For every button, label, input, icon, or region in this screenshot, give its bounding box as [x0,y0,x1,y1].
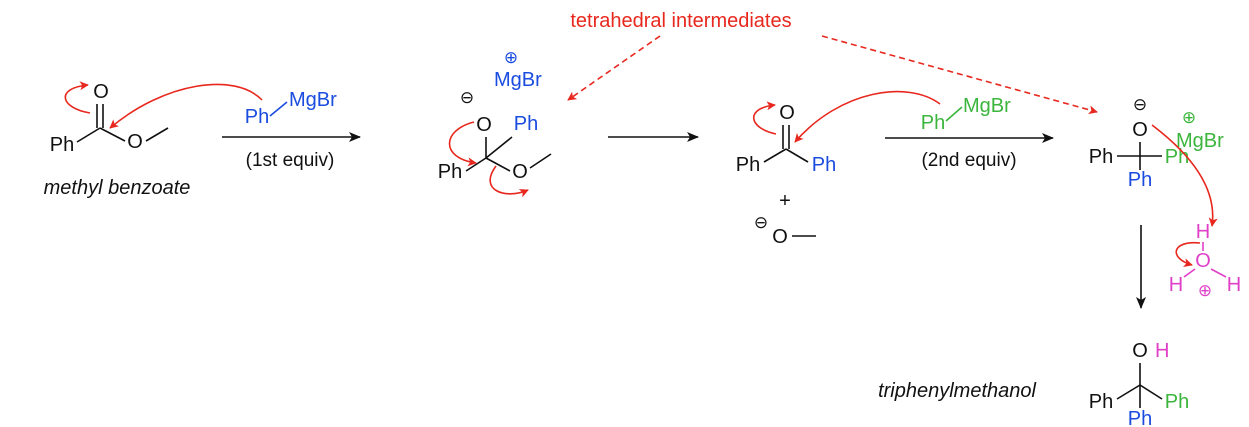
charge-plus-hydronium: ⊕ [1198,281,1212,300]
reagent-phmgbr-first: Ph MgBr [109,83,337,129]
group-ph-green-2: Ph [1165,146,1189,168]
methyl-benzoate-structure: O O Ph [50,81,169,156]
group-ph-blue-2: Ph [1128,169,1152,191]
charge-plus-mgbr-2: ⊕ [1182,108,1196,127]
reagent-ph-2: Ph [921,112,945,134]
atom-o-ketone: O [779,102,795,124]
bond-ph-c [76,127,101,143]
reagent-ph: Ph [245,106,269,128]
annotation-pointer-right [821,35,1098,115]
group-ph: Ph [50,134,74,156]
bond-c-ph-new-ketone [785,148,809,163]
reagent-bond-2 [945,106,963,122]
group-ph-new-1: Ph [514,113,538,135]
tetrahedral-intermediate-1: ⊕ MgBr ⊖ O Ph Ph O [438,48,552,198]
electron-arrow-leave-methoxide [489,165,529,198]
bond-c-ph-ketone [763,148,787,163]
bond-o-h-right [1210,268,1227,278]
reagent-mgbr-2: MgBr [963,95,1011,117]
group-ph-ketone: Ph [736,154,760,176]
charge-plus-mgbr-1: ⊕ [504,48,518,67]
charge-minus-methoxide: ⊖ [754,213,768,232]
atom-o-methoxy-1: O [512,161,528,183]
plus-sign: + [779,190,791,212]
electron-arrow-attack-2 [794,90,941,143]
bond-c-ph-1 [465,157,487,172]
annotation-label: tetrahedral intermediates [570,10,791,32]
triphenylmethanol-structure: O H Ph Ph Ph [1089,340,1189,427]
bond-c-ph-product [1116,384,1141,400]
methoxide-structure: ⊖ O [754,213,816,248]
counterion-mgbr-1: MgBr [494,69,542,91]
electron-arrow-oh-bond [1175,241,1201,268]
step2-condition: (2nd equiv) [921,150,1016,171]
atom-h-right: H [1227,274,1241,296]
bond-c-ph-new-1 [485,136,513,159]
atom-o-carbonyl: O [93,81,109,103]
counterion-mgbr-2: MgBr [1176,130,1224,152]
group-ph-blue-product: Ph [1128,408,1152,427]
atom-o-methoxide: O [772,226,788,248]
reactant-name: methyl benzoate [44,177,191,199]
product-name: triphenylmethanol [878,380,1036,402]
bond-o-h-left [1183,268,1196,278]
group-ph-new-ketone: Ph [812,154,836,176]
atom-o-alkoxide-2: O [1132,119,1148,141]
atom-o-alkoxide-1: O [476,114,492,136]
charge-minus-o-1: ⊖ [460,88,474,107]
step1-condition: (1st equiv) [246,150,335,171]
electron-arrow-carbonyl [64,81,91,114]
tetrahedral-intermediate-2: ⊖ O ⊕ MgBr Ph Ph Ph [1089,95,1224,227]
bond-c-o [99,127,126,142]
benzophenone-structure: O Ph Ph [736,101,836,176]
atom-o-ester: O [127,131,143,153]
atom-o-hydronium: O [1195,250,1211,272]
bond-c-o-methoxy-1 [485,157,511,172]
annotation-pointer-left [567,35,661,101]
group-ph-product: Ph [1089,391,1113,413]
atom-o-product: O [1132,340,1148,362]
atom-h-product: H [1155,340,1169,362]
electron-arrow-protonation [1151,124,1218,227]
group-ph-green-product: Ph [1165,391,1189,413]
reagent-bond [269,101,288,117]
atom-h-top: H [1196,221,1210,243]
group-ph-1: Ph [438,161,462,183]
reagent-mgbr: MgBr [289,89,337,111]
bond-o-methyl-1 [529,153,552,169]
electron-arrow-attack-1 [109,83,263,129]
electron-arrow-ketone-carbonyl [753,101,777,135]
bond-o-methyl [145,127,169,142]
bond-c-ph-green-product [1139,384,1163,400]
group-ph-2: Ph [1089,146,1113,168]
hydronium-structure: H O H H ⊕ [1169,221,1241,300]
reagent-phmgbr-second: Ph MgBr [794,90,1011,143]
atom-h-left: H [1169,274,1183,296]
electron-arrow-reform-carbonyl [448,121,477,167]
charge-minus-o-2: ⊖ [1133,95,1147,114]
